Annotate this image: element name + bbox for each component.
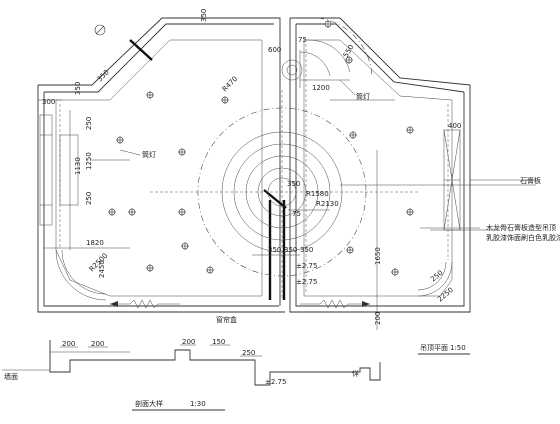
- label-lamp-b: 筒灯: [356, 92, 370, 101]
- inner-ceiling-outline-left: [55, 39, 263, 297]
- section-elevation: ±2.75: [265, 378, 286, 386]
- downlight: [406, 208, 414, 216]
- downlight-group: [94, 20, 414, 276]
- dim-350-mid: 350: [284, 246, 297, 254]
- dim-550-top: 550: [342, 43, 356, 59]
- downlight: [406, 126, 414, 134]
- dim-1820: 1820: [86, 239, 104, 247]
- downlight: [324, 20, 332, 28]
- downlight: [128, 208, 136, 216]
- corner-arcs: [55, 249, 453, 301]
- dim-2450: 2450: [98, 260, 106, 278]
- downlight: [146, 91, 154, 99]
- downlight: [206, 266, 214, 274]
- label-lamp-a: 筒灯: [142, 150, 156, 159]
- downlight: [391, 268, 399, 276]
- outer-walls: [37, 17, 471, 313]
- downlight: [349, 131, 357, 139]
- dim-400: 400: [448, 122, 461, 130]
- note-line-2: 乳胶漆饰面刷白色乳胶漆: [486, 233, 560, 242]
- dim-r1580: R1580: [306, 190, 329, 198]
- plan-title-block: 吊顶平面 1:50: [418, 344, 470, 355]
- dim-300-left: 300: [42, 98, 55, 106]
- section-dim-150: 150: [212, 338, 225, 346]
- note-line-1: 木龙骨石膏板造型吊顶: [486, 223, 556, 232]
- leader-lines: [119, 79, 536, 229]
- downlight: [221, 96, 229, 104]
- callout-right: 石膏板: [520, 176, 541, 185]
- downlight: [178, 208, 186, 216]
- section-dim-200-2: 200: [91, 340, 104, 348]
- dim-350-left: 350: [74, 82, 82, 95]
- section-title: 剖面大样: [135, 399, 163, 408]
- top-right-ring: [281, 17, 373, 81]
- dim-r470: R470: [221, 75, 240, 94]
- section-scale: 1:30: [190, 400, 206, 408]
- elevation-c2: ±2.75: [296, 278, 317, 286]
- dim-600-top: 600: [268, 46, 281, 54]
- downlight: [146, 264, 154, 272]
- dim-250-a: 250: [85, 117, 93, 130]
- dim-250-right: 250: [429, 269, 444, 284]
- downlight: [346, 246, 354, 254]
- plan-title: 吊顶平面: [420, 344, 448, 352]
- plan-scale: 1:50: [450, 344, 466, 352]
- left-wall-column: [39, 114, 79, 226]
- downlight: [178, 148, 186, 156]
- dim-350-right: 350: [300, 246, 313, 254]
- label-bottom-mark: 窗帘盒: [216, 315, 237, 324]
- dim-r2130: R2130: [316, 200, 339, 208]
- light-strip-dashes: [59, 44, 449, 292]
- section-dim-200-1: 200: [62, 340, 75, 348]
- downlight: [94, 24, 106, 36]
- downlight: [181, 242, 189, 250]
- section-detail: 200 200 200 150 250 ±2.75 详 墙面 剖面大样 1:30: [2, 338, 381, 411]
- dim-75-c: 75: [292, 210, 301, 218]
- dim-250-b: 250: [85, 192, 93, 205]
- section-left-mark: 墙面: [4, 372, 18, 381]
- elevation-c1: ±2.75: [296, 262, 317, 270]
- dimension-lines: [38, 50, 536, 330]
- downlight: [108, 208, 116, 216]
- downlight: [345, 56, 353, 64]
- dim-1200-top: 1200: [312, 84, 330, 92]
- section-dim-200-3: 200: [182, 338, 195, 346]
- inner-ceiling-outline-right: [303, 39, 453, 297]
- dim-350-c: 350: [287, 180, 300, 188]
- central-ring-ceiling: [150, 90, 420, 300]
- dim-200-right: 200: [374, 312, 382, 325]
- dimension-texts: 350 600 75 550 1200 R470 350 300 350 250…: [42, 9, 461, 325]
- dim-75-top: 75: [298, 36, 307, 44]
- dim-350-top: 350: [200, 9, 208, 22]
- dim-1250: 1250: [85, 152, 93, 170]
- structural-beams: [129, 39, 287, 300]
- bottom-vent-lines: [110, 299, 370, 309]
- dim-1130: 1130: [74, 157, 82, 175]
- downlight: [116, 136, 124, 144]
- dim-1650: 1650: [374, 247, 382, 265]
- dim-350-bottom: 350: [268, 246, 281, 254]
- section-small-note: 详: [352, 369, 359, 378]
- section-dim-250: 250: [242, 349, 255, 357]
